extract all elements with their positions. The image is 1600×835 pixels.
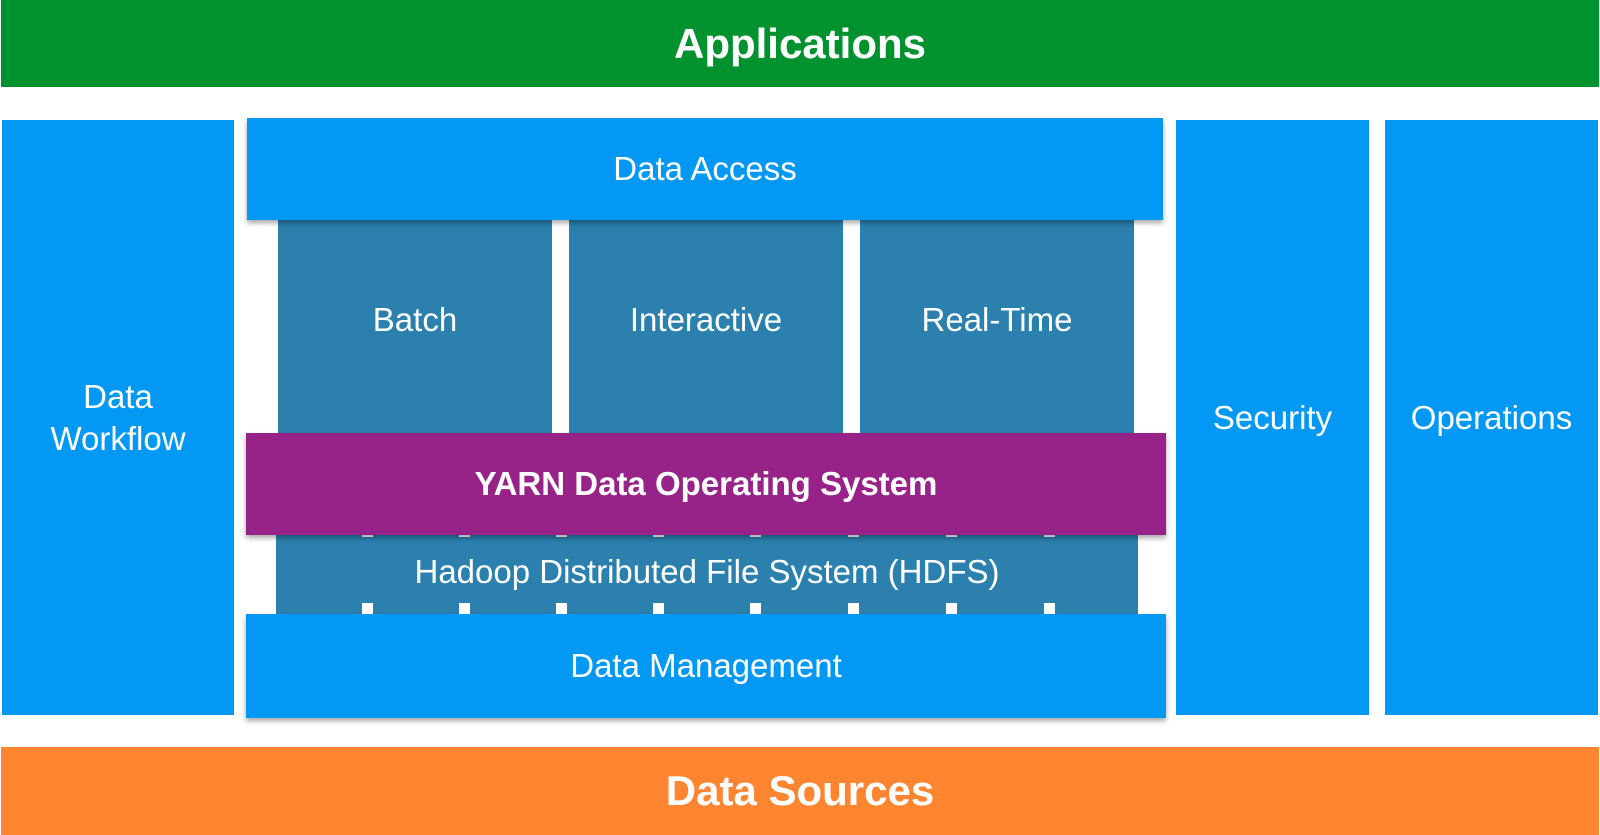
data-sources-bar: Data Sources bbox=[1, 747, 1599, 835]
data-management-layer: Data Management bbox=[246, 614, 1166, 718]
applications-label: Applications bbox=[673, 19, 927, 67]
operations-label: Operations bbox=[1410, 398, 1573, 436]
security-label: Security bbox=[1212, 398, 1333, 436]
yarn-label: YARN Data Operating System bbox=[474, 465, 938, 502]
hdfs-notch bbox=[1044, 603, 1055, 615]
hdfs-notch bbox=[946, 603, 957, 615]
operations-column: Operations bbox=[1385, 120, 1598, 715]
hdfs-notch bbox=[750, 603, 761, 615]
data-workflow-column: Data Workflow bbox=[2, 120, 234, 715]
interactive-engine: Interactive bbox=[569, 215, 843, 437]
hdfs-notch bbox=[653, 603, 664, 615]
hdfs-notch bbox=[556, 603, 567, 615]
hdfs-notch bbox=[459, 603, 470, 615]
batch-label: Batch bbox=[372, 301, 458, 338]
applications-bar: Applications bbox=[1, 0, 1599, 87]
data-workflow-line-2: Workflow bbox=[50, 419, 186, 457]
data-access-layer: Data Access bbox=[247, 118, 1163, 220]
batch-engine: Batch bbox=[278, 215, 552, 437]
hdfs-notch bbox=[848, 603, 859, 615]
hdfs-label-box: Hadoop Distributed File System (HDFS) bbox=[276, 540, 1138, 604]
hdfs-notch bbox=[362, 603, 373, 615]
yarn-layer: YARN Data Operating System bbox=[246, 433, 1166, 535]
data-workflow-label: Data Workflow bbox=[50, 376, 185, 460]
hdfs-label: Hadoop Distributed File System (HDFS) bbox=[414, 553, 1000, 590]
data-workflow-line-1: Data bbox=[83, 377, 153, 415]
data-management-label: Data Management bbox=[570, 647, 842, 684]
real-time-label: Real-Time bbox=[921, 301, 1073, 338]
interactive-label: Interactive bbox=[629, 301, 783, 338]
real-time-engine: Real-Time bbox=[860, 215, 1134, 437]
security-column: Security bbox=[1176, 120, 1369, 715]
data-access-label: Data Access bbox=[613, 150, 797, 187]
data-sources-label: Data Sources bbox=[665, 767, 935, 814]
